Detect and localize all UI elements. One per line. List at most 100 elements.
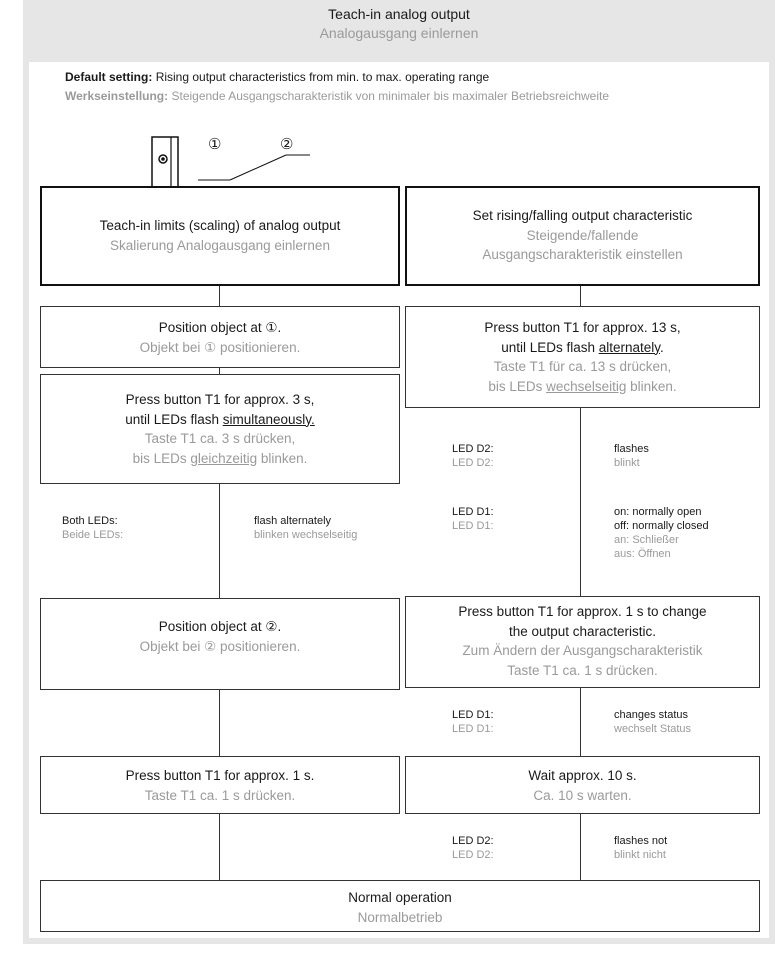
box-text-de: Taste T1 für ca. 13 s drücken, <box>493 359 672 374</box>
box-text-de: Taste T1 ca. 1 s drücken. <box>144 787 296 803</box>
page-subtitle: Analogausgang einlernen <box>319 25 479 41</box>
connector-line <box>219 368 220 374</box>
label-en: LED D1: <box>452 709 494 721</box>
connector-line <box>580 286 581 306</box>
connector-line <box>219 814 220 880</box>
led-d2-label: LED D2: LED D2: <box>452 442 494 470</box>
box-text-en: Set rising/falling output characteristic <box>472 208 693 223</box>
box-text-de: Steigende/fallende <box>526 227 639 243</box>
connector-line <box>580 814 581 880</box>
default-setting-text: Rising output characteristics from min. … <box>155 70 490 84</box>
connector-line <box>580 688 581 756</box>
box-text-en: Press button T1 for approx. 1 s. <box>125 768 315 783</box>
box-text-de: Ca. 10 s warten. <box>533 787 632 803</box>
text-part: bis LEDs <box>132 450 191 466</box>
box-text-en: Position object at ①. <box>158 320 282 335</box>
led-d1-label: LED D1: LED D1: <box>452 505 494 533</box>
both-leds-label: Both LEDs: Beide LEDs: <box>62 514 123 542</box>
box-text-de: Taste T1 ca. 3 s drücken, <box>144 431 296 446</box>
label-de: LED D2: <box>452 849 494 861</box>
status-en: flash alternately <box>254 515 332 527</box>
underlined-text: simultaneously. <box>222 411 315 427</box>
box-text-de-2: bis LEDs gleichzeitig blinken. <box>41 449 399 469</box>
connector-line <box>219 286 220 306</box>
position-1-marker: ① <box>208 136 222 153</box>
box-text-de: Objekt bei ① positionieren. <box>139 339 301 355</box>
led-d1-change-label: LED D1: LED D1: <box>452 708 494 736</box>
text-part: until LEDs flash <box>501 339 599 355</box>
label-de: LED D1: <box>452 723 494 735</box>
sensor-icon <box>151 136 310 188</box>
led-d2-final-status: flashes not blinkt nicht <box>614 834 667 862</box>
box-text-en-2: until LEDs flash alternately. <box>406 338 759 358</box>
led-d2-final-label: LED D2: LED D2: <box>452 834 494 862</box>
label-de: LED D1: <box>452 520 494 532</box>
box-text-en: Press button T1 for approx. 1 s to chang… <box>458 604 707 619</box>
text-part: . <box>660 339 664 355</box>
default-setting-de: Werkseinstellung: Steigende Ausgangschar… <box>65 89 609 103</box>
position-object-2-box: Position object at ②. Objekt bei ② posit… <box>40 598 400 690</box>
default-setting-label-de: Werkseinstellung: <box>65 89 169 103</box>
status-en: flashes not <box>614 835 668 847</box>
status-en: changes status <box>614 709 688 721</box>
teach-in-limits-box: Teach-in limits (scaling) of analog outp… <box>40 186 400 286</box>
default-setting-label: Default setting: <box>65 70 153 84</box>
box-text-de-2: bis LEDs wechselseitig blinken. <box>406 377 759 397</box>
label-en: Both LEDs: <box>62 515 118 527</box>
box-text-en: Teach-in limits (scaling) of analog outp… <box>99 218 341 233</box>
label-en: LED D1: <box>452 506 494 518</box>
underlined-text: wechselseitig <box>546 378 627 394</box>
normal-operation-box: Normal operation Normalbetrieb <box>40 880 760 932</box>
change-characteristic-box: Press button T1 for approx. 1 s to chang… <box>405 596 760 688</box>
text-part: until LEDs flash <box>125 411 223 427</box>
both-leds-status: flash alternately blinken wechselseitig <box>254 514 357 542</box>
position-object-1-box: Position object at ①. Objekt bei ① posit… <box>40 306 400 368</box>
wait-10s-box: Wait approx. 10 s. Ca. 10 s warten. <box>405 756 760 814</box>
connector-line <box>580 408 581 596</box>
label-en: LED D2: <box>452 835 494 847</box>
led-d2-status: flashes blinkt <box>614 442 649 470</box>
text-part: blinken. <box>626 378 677 394</box>
box-text-en: Wait approx. 10 s. <box>528 768 637 783</box>
status-de: an: Schließer <box>614 534 679 546</box>
underlined-text: alternately <box>598 339 661 355</box>
box-text-de: Objekt bei ② positionieren. <box>139 638 301 654</box>
status-de: blinken wechselseitig <box>254 529 358 541</box>
box-text-en: Position object at ②. <box>158 619 282 634</box>
default-setting-text-de: Steigende Ausgangscharakteristik von min… <box>171 89 610 103</box>
status-de: wechselt Status <box>614 723 692 735</box>
page-title: Teach-in analog output <box>328 6 470 22</box>
position-2-marker: ② <box>280 136 294 153</box>
status-de-2: aus: Öffnen <box>614 548 671 560</box>
box-text-de: Zum Ändern der Ausgangscharakteristik <box>462 643 703 658</box>
box-text-en: Press button T1 for approx. 3 s, <box>125 392 315 407</box>
box-text-en: Press button T1 for approx. 13 s, <box>484 320 681 335</box>
text-part: bis LEDs <box>488 378 547 394</box>
text-part: blinken. <box>257 450 308 466</box>
press-button-13s-box: Press button T1 for approx. 13 s, until … <box>405 306 760 408</box>
status-en-2: off: normally closed <box>614 520 709 532</box>
press-button-3s-box: Press button T1 for approx. 3 s, until L… <box>40 374 400 484</box>
box-text-en-2: until LEDs flash simultaneously. <box>41 410 399 430</box>
box-text-de-2: Ausgangscharakteristik einstellen <box>482 247 683 262</box>
status-en: flashes <box>614 443 649 455</box>
box-text-de-2: Taste T1 ca. 1 s drücken. <box>507 662 658 678</box>
status-de: blinkt <box>614 457 640 469</box>
press-button-1s-box: Press button T1 for approx. 1 s. Taste T… <box>40 756 400 814</box>
connector-line <box>219 690 220 756</box>
box-text-en-2: the output characteristic. <box>508 623 657 639</box>
underlined-text: gleichzeitig <box>190 450 258 466</box>
label-de: Beide LEDs: <box>62 529 124 541</box>
set-characteristic-box: Set rising/falling output characteristic… <box>405 186 760 286</box>
status-de: blinkt nicht <box>614 849 666 861</box>
label-en: LED D2: <box>452 443 494 455</box>
led-d1-status: on: normally open off: normally closed a… <box>614 505 709 561</box>
box-text-de: Skalierung Analogausgang einlernen <box>110 237 330 253</box>
default-setting-en: Default setting: Rising output character… <box>65 70 489 84</box>
led-d1-change-status: changes status wechselt Status <box>614 708 691 736</box>
status-en: on: normally open <box>614 506 702 518</box>
label-de: LED D2: <box>452 457 494 469</box>
connector-line <box>219 484 220 598</box>
box-text-en: Normal operation <box>348 890 452 905</box>
box-text-de: Normalbetrieb <box>357 909 443 925</box>
